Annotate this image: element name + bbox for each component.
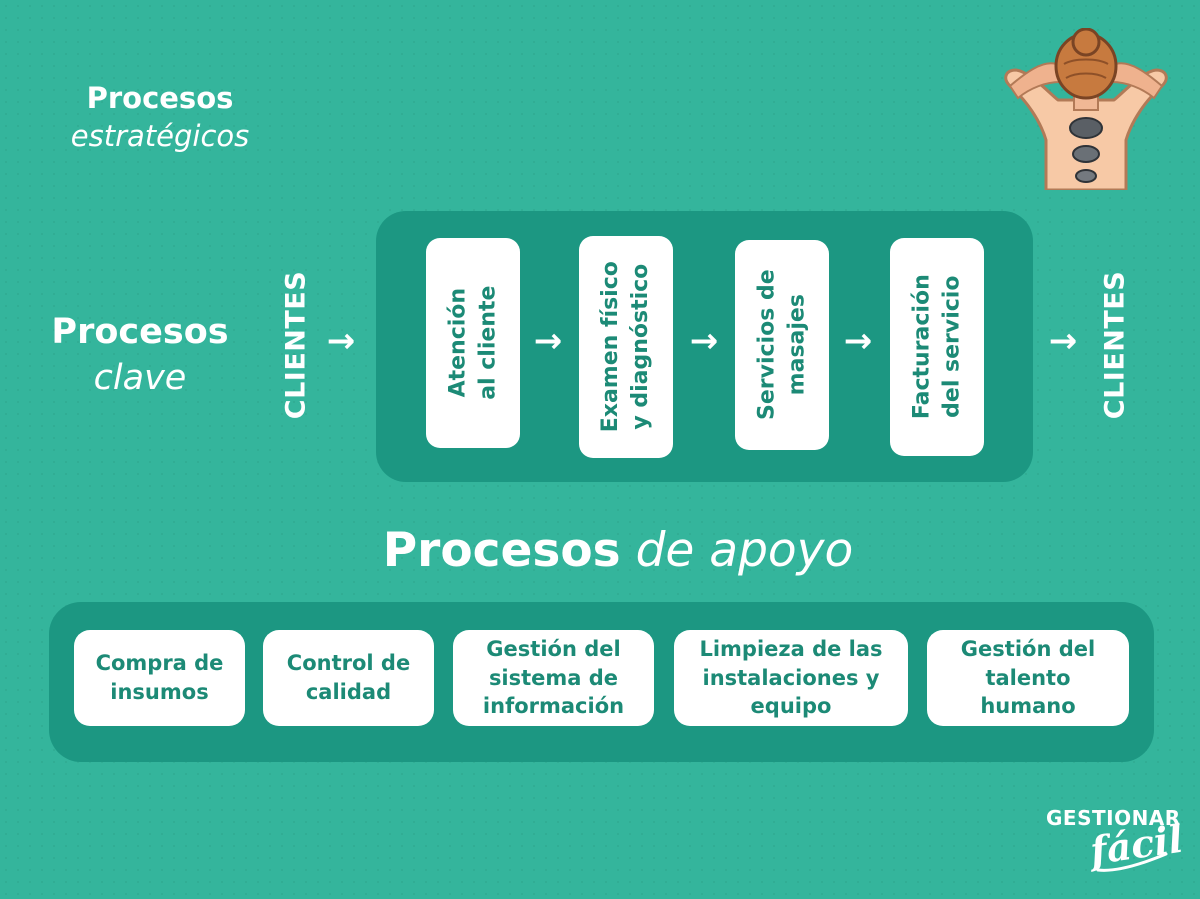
key-label-line2: clave <box>93 357 187 398</box>
logo-text-gestionar: GESTIONAR <box>1046 806 1181 830</box>
key-step-line: y diagnóstico <box>628 264 654 430</box>
support-item-text: Gestión del talento humano <box>961 635 1095 722</box>
support-item-line: calidad <box>305 680 392 704</box>
support-item-line: talento <box>985 665 1071 690</box>
key-step-line: al cliente <box>475 285 501 401</box>
support-processes-title: Procesos de apoyo <box>0 520 1200 581</box>
arrow-right-icon: → <box>689 321 719 361</box>
clients-output-label: CLIENTES <box>1099 270 1131 420</box>
support-item-text: Compra de insumos <box>96 649 224 707</box>
support-item-line: humano <box>980 694 1076 719</box>
arrow-right-icon: → <box>1048 321 1078 361</box>
support-item-line: información <box>482 694 625 719</box>
support-item-line: Gestión del <box>960 636 1096 661</box>
strategic-processes-label: Procesos estratégicos <box>40 80 280 155</box>
key-step-line: Servicios de <box>754 269 780 421</box>
arrow-right-icon: → <box>533 321 563 361</box>
support-item-line: instalaciones y <box>702 665 880 690</box>
key-label-line1: Procesos <box>51 312 229 352</box>
logo-swash <box>1096 852 1168 872</box>
support-item-line: equipo <box>750 694 832 719</box>
support-item-text: Gestión del sistema de información <box>483 635 624 722</box>
support-item-line: Limpieza de las <box>699 636 883 661</box>
support-item-card: Compra de insumos <box>74 630 245 726</box>
strategic-label-line2: estratégicos <box>70 118 250 153</box>
support-item-card: Gestión del talento humano <box>927 630 1129 726</box>
arrow-right-icon: → <box>326 321 356 361</box>
arrow-right-icon: → <box>843 321 873 361</box>
support-item-text: Limpieza de las instalaciones y equipo <box>699 635 882 722</box>
key-step-line: Facturación <box>909 274 935 420</box>
support-item-line: insumos <box>110 680 209 704</box>
support-item-line: Gestión del <box>486 636 621 661</box>
support-title-bold: Procesos <box>382 523 621 578</box>
strategic-label-line1: Procesos <box>86 81 234 115</box>
support-item-card: Control de calidad <box>263 630 434 726</box>
support-item-line: Compra de <box>95 651 224 676</box>
key-processes-label: Procesos clave <box>30 310 250 401</box>
clients-input-label: CLIENTES <box>280 270 312 420</box>
back-massage-stones-icon <box>1000 27 1172 192</box>
key-step-line: del servicio <box>939 275 965 419</box>
support-item-card: Gestión del sistema de información <box>453 630 654 726</box>
key-step-line: Atención <box>445 288 471 398</box>
key-step-line: Examen físico <box>598 261 624 433</box>
support-item-line: sistema de <box>488 665 619 690</box>
key-step-line: masajes <box>784 294 809 396</box>
support-item-text: Control de calidad <box>287 649 410 707</box>
support-item-card: Limpieza de las instalaciones y equipo <box>674 630 908 726</box>
support-title-italic: de apoyo <box>635 523 854 578</box>
support-item-line: Control de <box>286 651 411 676</box>
